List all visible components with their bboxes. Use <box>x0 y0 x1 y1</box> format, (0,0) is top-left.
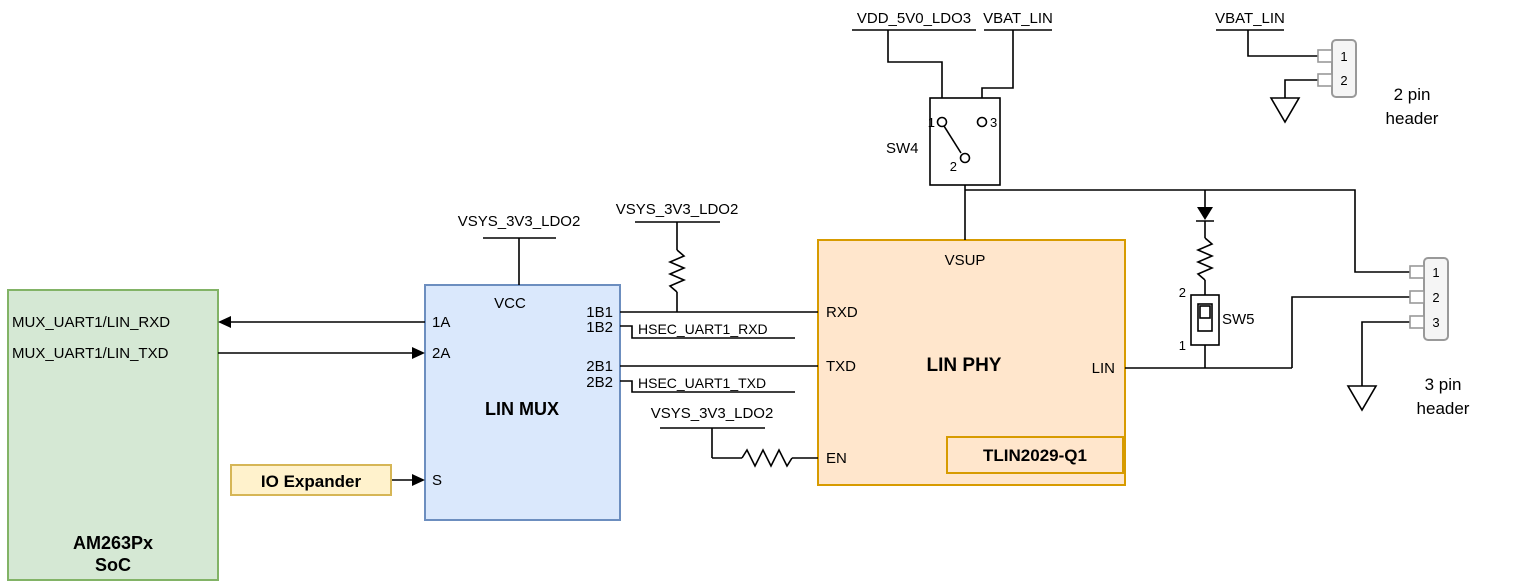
soc-pin-rxd: MUX_UART1/LIN_RXD <box>12 314 170 331</box>
net-hsec-uart1-rxd: HSEC_UART1_RXD <box>638 321 768 337</box>
lin-mux-block <box>424 284 621 521</box>
net-vsys-3v3-ldo2-en: VSYS_3V3_LDO2 <box>651 405 774 422</box>
phy-pin-txd: TXD <box>826 358 856 375</box>
sw4-contact-1 <box>936 116 948 128</box>
header-2pin-caption-line2: header <box>1386 109 1439 128</box>
sw4-label: SW4 <box>886 140 919 157</box>
soc-title-line1: AM263Px <box>73 533 153 553</box>
lin-phy-texts: VSUP RXD TXD EN LIN LIN PHY TLIN2029-Q1 <box>826 252 1115 467</box>
diode <box>1196 207 1214 222</box>
diode-triangle <box>1197 207 1213 220</box>
mux-pin-s: S <box>432 472 442 489</box>
mux-pin-1a: 1A <box>432 314 450 331</box>
header-2pin: 1 2 2 pin header <box>1317 39 1439 128</box>
header-3pin-caption-line1: 3 pin <box>1425 375 1462 394</box>
sw4-body <box>929 97 1001 186</box>
wire-pullup <box>635 221 720 312</box>
net-vsys-3v3-ldo2-pullup: VSYS_3V3_LDO2 <box>616 201 739 218</box>
header-2pin-pin2-number: 2 <box>1340 73 1347 88</box>
header-3pin: 1 2 3 3 pin header <box>1409 257 1470 418</box>
arrowhead-into-soc <box>218 316 231 328</box>
wire-en <box>660 427 818 459</box>
wire-h2-vbat <box>1216 29 1318 57</box>
lin-mux-title: LIN MUX <box>485 399 559 419</box>
sw5-pin1-number: 1 <box>1179 338 1186 353</box>
mux-pin-2b1: 2B1 <box>586 358 613 375</box>
sw4-contact-2 <box>959 152 971 164</box>
sw4-switch: 1 3 2 SW4 <box>886 97 1001 186</box>
lin-phy-title: LIN PHY <box>927 355 1002 376</box>
soc-block <box>7 289 219 581</box>
wire-lin <box>1125 296 1410 369</box>
sw4-lever <box>943 125 962 154</box>
resistor-en <box>741 448 793 468</box>
net-vsys-3v3-ldo2-vcc: VSYS_3V3_LDO2 <box>458 213 581 230</box>
resistor-sw5 <box>1195 237 1215 281</box>
soc-title-line2: SoC <box>95 555 131 575</box>
sw5-label: SW5 <box>1222 311 1255 328</box>
header-3pin-pin3-box <box>1409 315 1425 329</box>
net-vbat-lin-header: VBAT_LIN <box>1215 10 1285 27</box>
header-3pin-pin3-number: 3 <box>1432 315 1439 330</box>
net-labels: VSYS_3V3_LDO2 VSYS_3V3_LDO2 VSYS_3V3_LDO… <box>458 10 1285 422</box>
io-expander-block <box>230 464 392 496</box>
wire-vdd-sw4 <box>852 29 976 118</box>
mux-pin-2a: 2A <box>432 345 450 362</box>
header-2pin-pin1-box <box>1317 49 1333 63</box>
header-3pin-pin2-box <box>1409 290 1425 304</box>
wire-top-rail <box>965 189 1410 273</box>
mux-pin-1b2: 1B2 <box>586 319 613 336</box>
wires <box>218 29 1410 481</box>
sw5-pin2-number: 2 <box>1179 285 1186 300</box>
wire-vcc-power <box>483 237 556 285</box>
wire-2b2-stub <box>620 380 795 393</box>
phy-pin-vsup: VSUP <box>945 252 986 269</box>
sw4-pin2-number: 2 <box>950 159 957 174</box>
header-2pin-body <box>1331 39 1357 98</box>
sw4-pin3-number: 3 <box>990 115 997 130</box>
sw5-switch: 2 1 SW5 <box>1179 285 1255 353</box>
lin-mux-texts: 1A 2A VCC 1B1 1B2 2B1 2B2 S LIN MUX <box>432 295 613 489</box>
phy-pin-lin: LIN <box>1092 360 1115 377</box>
wire-1b2-stub <box>620 325 795 339</box>
resistor-rxd-pullup <box>667 249 687 293</box>
io-expander-label: IO Expander <box>261 472 362 491</box>
sw4-pin1-number: 1 <box>928 115 935 130</box>
sw5-knob <box>1199 305 1211 319</box>
sw4-contact-3 <box>976 116 988 128</box>
mux-pin-vcc: VCC <box>494 295 526 312</box>
wire-h3-gnd <box>1361 321 1410 386</box>
header-3pin-pin2-number: 2 <box>1432 290 1439 305</box>
net-vdd-5v0-ldo3: VDD_5V0_LDO3 <box>857 10 971 27</box>
soc-pin-txd: MUX_UART1/LIN_TXD <box>12 345 169 362</box>
header-3pin-caption-line2: header <box>1417 399 1470 418</box>
tlin-part-number: TLIN2029-Q1 <box>983 446 1087 465</box>
mux-pin-1b1: 1B1 <box>586 304 613 321</box>
soc-texts: MUX_UART1/LIN_RXD MUX_UART1/LIN_TXD AM26… <box>12 314 170 575</box>
header-3pin-pin1-number: 1 <box>1432 265 1439 280</box>
arrowhead-into-mux-s <box>412 474 425 486</box>
phy-pin-rxd: RXD <box>826 304 858 321</box>
header-2pin-pin1-number: 1 <box>1340 49 1347 64</box>
header-3pin-pin1-box <box>1409 265 1425 279</box>
header-2pin-pin2-box <box>1317 73 1333 87</box>
header-2pin-caption-line1: 2 pin <box>1394 85 1431 104</box>
mux-pin-2b2: 2B2 <box>586 374 613 391</box>
net-hsec-uart1-txd: HSEC_UART1_TXD <box>638 375 766 391</box>
ground-icon-3pin <box>1346 385 1378 412</box>
net-vbat-lin-sw4: VBAT_LIN <box>983 10 1053 27</box>
phy-pin-en: EN <box>826 450 847 467</box>
tlin-part-box <box>946 436 1124 474</box>
arrowhead-into-mux-2a <box>412 347 425 359</box>
wire-h2-gnd <box>1284 79 1318 98</box>
ground-icon-2pin <box>1269 97 1301 124</box>
